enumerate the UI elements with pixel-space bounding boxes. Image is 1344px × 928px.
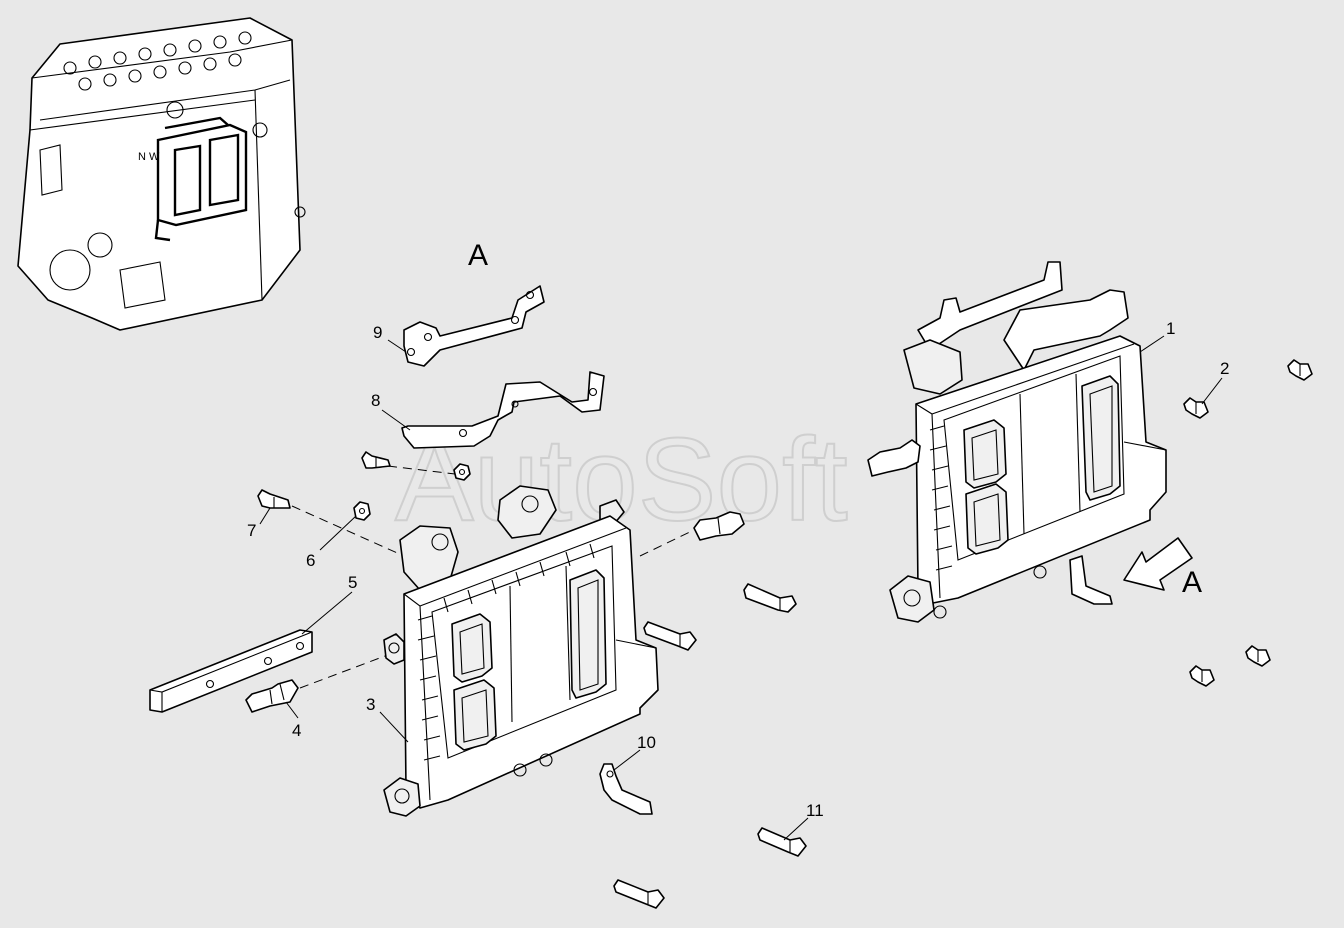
bolt-7 [257, 489, 291, 509]
bolt-bottom [613, 879, 665, 909]
arrow-label-a: A [1182, 566, 1202, 599]
sensor-center [693, 511, 745, 541]
callout-1: 1 [1166, 319, 1175, 338]
bracket-10 [599, 763, 653, 815]
plate-5 [149, 629, 313, 713]
bolt-11 [757, 827, 807, 857]
bracket-8 [401, 371, 605, 449]
callout-3: 3 [366, 695, 375, 714]
engine-marks: N W [138, 151, 160, 163]
callout-5: 5 [348, 573, 357, 592]
view-label-a: A [468, 239, 488, 272]
callout-7: 7 [247, 521, 256, 540]
bolt-right-low [1189, 665, 1215, 687]
alignment-line-2 [291, 505, 405, 557]
callout-2: 2 [1220, 359, 1229, 378]
alignment-line-4 [639, 529, 695, 557]
callout-8: 8 [371, 391, 380, 410]
leader-lines [259, 335, 1223, 841]
bolt-2 [1183, 397, 1209, 419]
engine-block-overview: N W [17, 17, 306, 331]
callout-11: 11 [806, 801, 824, 820]
bolt-right-top [1287, 359, 1313, 381]
callout-10: 10 [637, 733, 656, 752]
alignment-line-3 [299, 655, 386, 689]
bolt-center-1 [743, 583, 797, 613]
bolt-right-mid [1245, 645, 1271, 667]
sensor-4 [245, 679, 299, 713]
ecm-1-assembled [867, 261, 1167, 623]
ecm-3 [383, 485, 659, 817]
view-arrow-a [1123, 537, 1193, 591]
ecm-location-highlight: N W [138, 116, 248, 242]
alignment-line-1 [387, 465, 456, 475]
nut-upper [453, 463, 471, 481]
nut-6 [353, 501, 371, 521]
callout-4: 4 [292, 721, 301, 740]
bolt-upper-left [361, 451, 391, 469]
callout-9: 9 [373, 323, 382, 342]
bracket-9 [403, 285, 545, 367]
callout-6: 6 [306, 551, 315, 570]
bolt-center-2 [643, 621, 697, 651]
